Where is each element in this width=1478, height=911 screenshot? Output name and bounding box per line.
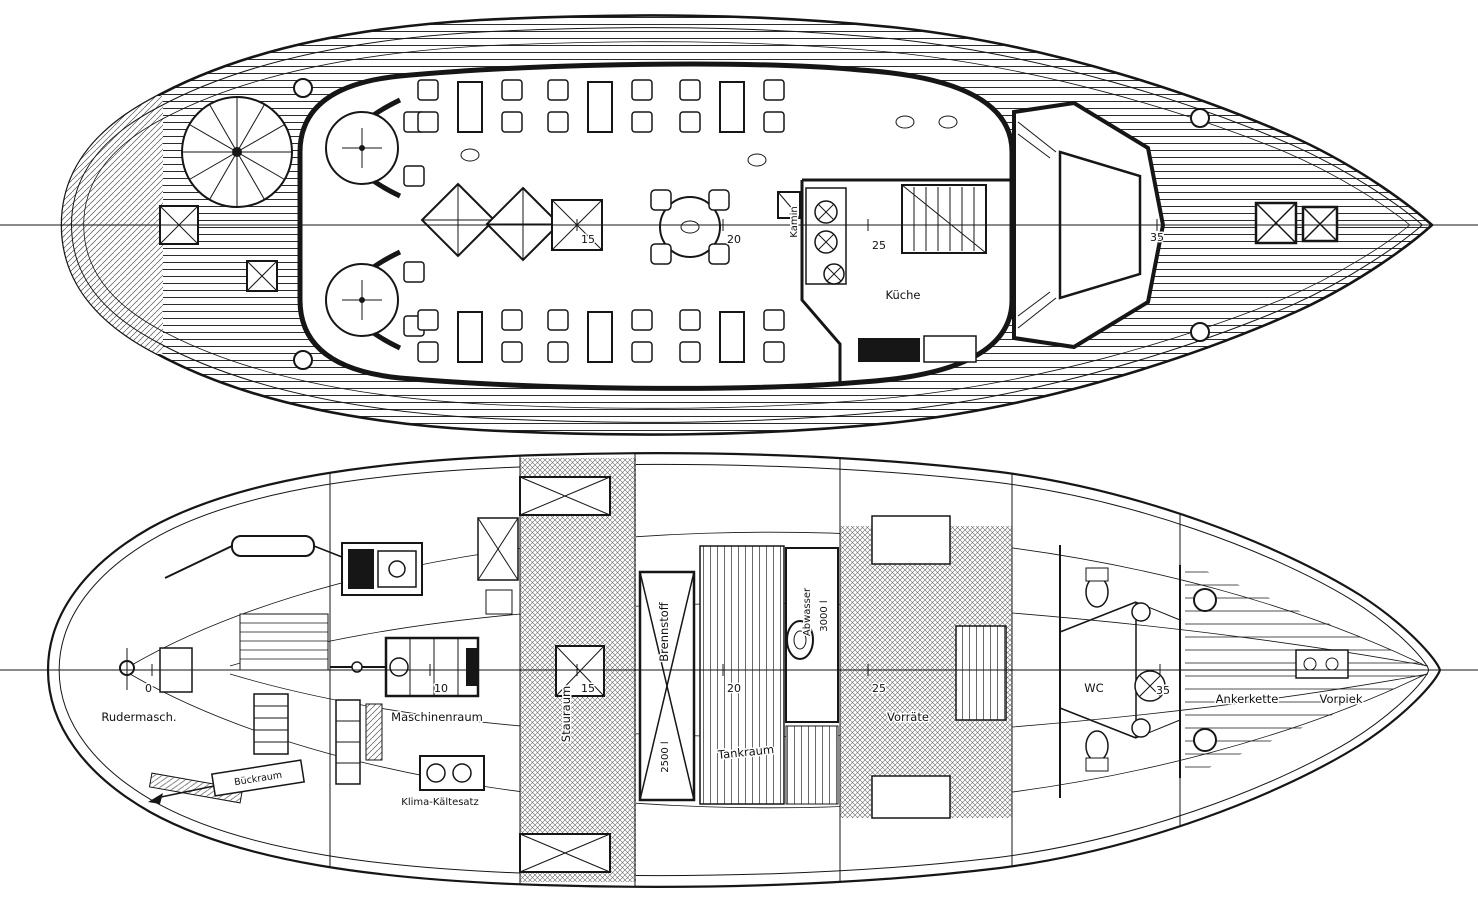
washbasin-1 [1131,602,1151,622]
klima-unit [419,755,485,791]
companionway-stairs [901,184,987,254]
galley-area [800,178,1068,385]
round-dining-table [650,189,730,265]
label-ankerkette: Ankerkette [1216,692,1279,706]
label-abwasser: Abwasser [802,587,813,636]
workshop-machine [477,517,519,615]
station-15-upper: 15 [581,233,595,246]
stowage-hatch-top [519,476,611,516]
bow-mast-hatch-1 [1254,201,1298,245]
porthole-bow-bottom [1193,728,1217,752]
booth-seating-top [417,79,785,133]
table-lamps [460,115,958,167]
anchor-windlass [1295,649,1349,679]
label-vorraete: Vorräte [887,710,929,724]
label-kueche: Küche [886,288,921,302]
small-deck-hatch [246,260,278,292]
station-35-lower: 35 [1156,684,1170,697]
toilet-2 [1085,730,1109,762]
stowage-hatch-bottom [519,833,611,873]
station-ticks-lower [151,664,1161,676]
washbasin-2 [1131,718,1151,738]
bow-mast-hatch-2 [1301,205,1339,243]
station-20-upper: 20 [727,233,741,246]
station-10-lower: 10 [434,682,448,695]
diamond-table-2 [485,186,561,262]
waste-water-tank [785,547,839,723]
label-kamin: Kamin [789,206,800,237]
upper-deck-plan: 15 20 25 35 Kamin Küche [0,14,1478,436]
provisions-lockers [871,515,1007,819]
fuel-tank [638,570,696,802]
station-25-lower: 25 [872,682,886,695]
label-stauraum: Stauraum [559,686,573,742]
station-25-upper: 25 [872,239,886,252]
label-vorpiek: Vorpiek [1320,692,1363,706]
deck-fittings-upper [293,78,1210,370]
tank-room-grating [699,545,785,805]
lower-deck-plan: Bückraum [0,452,1478,888]
generator-set [341,542,423,596]
label-maschinenraum: Maschinenraum [391,710,483,724]
stern-label-box: Bückraum [210,759,306,797]
floor-plates [239,613,329,671]
tank-room-grating-2 [785,725,839,805]
spiral-staircase [181,96,293,208]
label-brennstoff: Brennstoff [657,601,671,662]
direction-arrow [148,793,163,804]
deckhouse-outline [297,61,1015,391]
station-35-upper: 35 [1150,231,1164,244]
battery-bank [335,699,383,785]
station-20-lower: 20 [727,682,741,695]
stern-ladder [253,693,289,755]
main-engine [384,636,480,698]
booth-seating-bottom [417,309,785,363]
wc-compartments [1059,545,1181,798]
station-ticks-upper [576,219,1158,231]
label-klima: Klima-Kältesatz [401,797,478,808]
porthole-bow-top [1193,588,1217,612]
fireplace-kamin [777,191,801,219]
station-0-lower: 0 [145,682,152,695]
station-15-lower: 15 [581,682,595,695]
label-wc: WC [1084,681,1103,695]
engine-room [164,517,519,791]
label-rudermasch: Rudermasch. [101,710,176,724]
provisions-shelves [955,625,1007,721]
label-brennstoff-volume: 2500 l [660,741,671,772]
exhaust-muffler [231,535,315,557]
label-abwasser-volume: 3000 l [819,600,830,631]
stowage-hatch-middle [555,645,605,697]
galley-stove [858,338,920,362]
diamond-table-1 [420,182,496,258]
